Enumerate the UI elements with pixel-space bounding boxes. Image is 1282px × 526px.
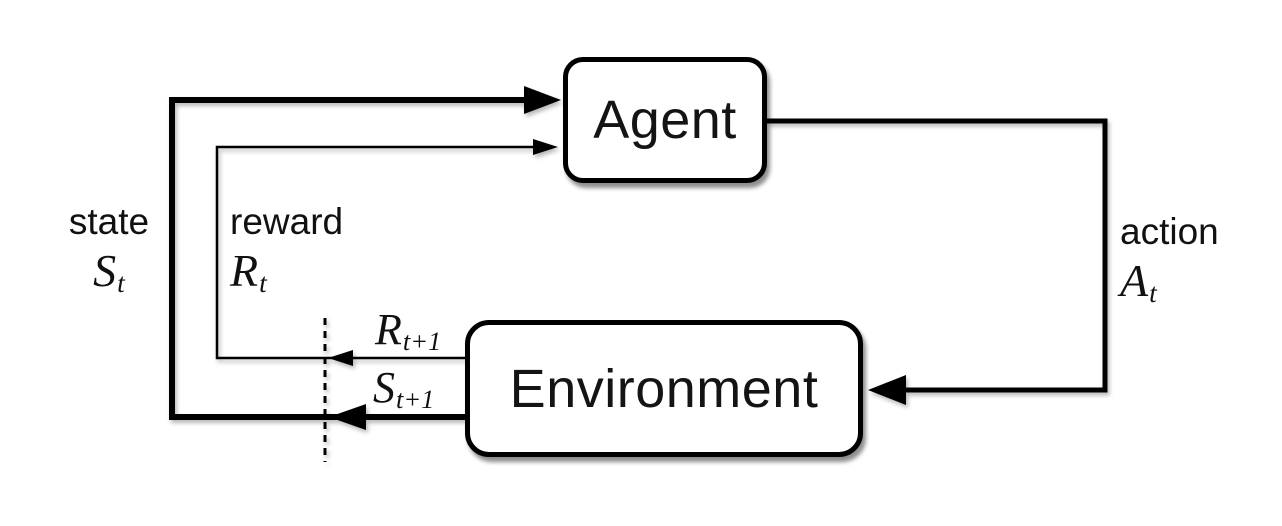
next-state-arrowhead xyxy=(329,404,366,430)
reward-word: reward xyxy=(230,201,344,242)
state-arrowhead xyxy=(524,86,561,114)
environment-box: Environment xyxy=(465,320,863,457)
action-word: action xyxy=(1120,211,1219,252)
environment-box-label: Environment xyxy=(509,358,819,419)
next-state-subscript: t+1 xyxy=(396,384,435,415)
action-label: action At xyxy=(1120,210,1270,310)
state-label: state St xyxy=(48,200,170,300)
action-symbol: At xyxy=(1120,254,1157,309)
state-subscript: t xyxy=(117,267,125,299)
next-state-label: St+1 xyxy=(373,363,435,415)
action-line xyxy=(767,118,1108,393)
next-reward-arrowhead xyxy=(328,350,353,366)
reward-label: reward Rt xyxy=(230,200,380,300)
state-line xyxy=(169,97,526,420)
reward-symbol: Rt xyxy=(230,244,267,299)
agent-box-label: Agent xyxy=(593,90,737,150)
action-subscript: t xyxy=(1149,277,1157,309)
next-reward-label: Rt+1 xyxy=(375,305,442,357)
action-arrowhead xyxy=(868,375,906,405)
reward-arrowhead xyxy=(533,139,558,155)
state-word: state xyxy=(68,201,150,242)
reward-subscript: t xyxy=(259,267,267,299)
state-symbol: St xyxy=(93,244,125,299)
agent-box: Agent xyxy=(563,57,767,183)
next-reward-subscript: t+1 xyxy=(402,326,442,357)
